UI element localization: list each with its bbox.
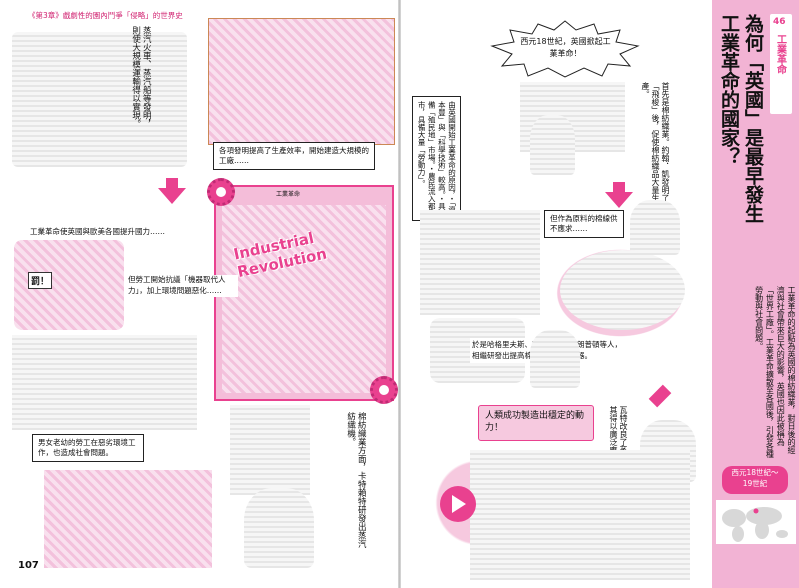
child-labor-illustration: [44, 470, 212, 568]
section-tag-box: 46 工業革命: [770, 14, 792, 114]
play-triangle: [452, 495, 466, 513]
text-john-kay: 首先是棉紡織業。約翰．凱發明了「飛梭」後，促使棉紡織品大量生產。: [641, 82, 670, 202]
spinning-machine-illustration: [560, 250, 685, 330]
era-line-2: 19世紀: [742, 478, 768, 488]
text-social-problems: 男女老幼的勞工在惡劣環境工作，也造成社會問題。: [32, 434, 144, 463]
text-cartwright: 棉紡織業方面，卡特賴特研發出蒸汽紡織機。: [345, 412, 367, 548]
era-line-1: 西元18世紀～: [731, 468, 779, 477]
sidebar: 46 工業革命 為何「英國」是最早發生 工業革命的國家？ 工業革命的起點為英國的…: [712, 0, 799, 588]
arrow-stem: [648, 384, 672, 408]
smokestacks-illustration: [12, 335, 197, 430]
cartwright-portrait: [244, 488, 314, 568]
text-watt: 瓦特改良了蒸汽機，使其得以廣泛應用。: [609, 406, 628, 486]
protest-sign: 罰！: [28, 272, 53, 289]
power-quote-box: 人類成功製造出穩定的動力！: [478, 405, 594, 441]
play-badge-icon: [440, 486, 476, 522]
arkwright-portrait: [530, 330, 580, 388]
page-gutter: [398, 0, 401, 588]
factory-illustration: [208, 18, 395, 145]
john-kay-portrait: [530, 115, 575, 175]
industrial-revolution-panel: 工業革命 Industrial Revolution: [214, 185, 394, 401]
gear-icon: [207, 178, 235, 206]
summary-text: 工業革命的起點為英國的棉紡織業，對日後的經濟與社會帶來巨大的影響，英國也因此被稱…: [754, 286, 796, 458]
text-national-power: 工業革命使英國與歐美各國提升國力……: [30, 227, 165, 236]
arrow-stem: [613, 182, 625, 192]
gear-icon: [370, 376, 398, 404]
chapter-header: 《第3章》戲劇性的園內鬥爭「侵略」的世界史: [28, 11, 183, 20]
text-efficiency: 各項發明提高了生產效率，開始建造大規模的工廠……: [213, 142, 375, 171]
text-reasons: 由英國開始工業革命的原因，・「資本豐」與「科學技術」較高。・具備「殖民地」市場。…: [412, 96, 461, 221]
panel-label: 工業革命: [276, 191, 301, 198]
text-steam-transport: 蒸汽火車、蒸汽船等發明，則使大規模運輸得以實現。: [130, 26, 152, 128]
bubble-text: 西元18世紀，英國掀起工業革命！: [520, 37, 611, 58]
down-arrow-icon: [605, 192, 633, 208]
era-badge: 西元18世紀～ 19世紀: [722, 466, 788, 494]
page-number-left: 107: [18, 560, 39, 571]
section-number: 46: [773, 17, 786, 27]
steam-engine-illustration: [470, 450, 690, 580]
text-cotton-shortage: 但作為原料的棉線供不應求……: [544, 210, 624, 239]
down-arrow-icon: [158, 188, 186, 204]
starburst-bubble: 西元18世紀，英國掀起工業革命！: [490, 20, 640, 78]
steam-transport-illustration: [12, 32, 187, 167]
loom-illustration: [230, 405, 310, 495]
factory-landscape-illustration: [420, 210, 540, 315]
workers-illustration: [222, 205, 386, 393]
world-map: [716, 500, 796, 544]
arrow-stem: [166, 178, 178, 188]
title-line-2: 工業革命的國家？: [717, 14, 740, 166]
title-line-1: 為何「英國」是最早發生: [741, 14, 764, 223]
section-tag: 工業革命: [774, 34, 786, 74]
text-labor-protest: 但勞工開始抗議「機器取代人力」，加上環境問題惡化……: [128, 275, 238, 297]
